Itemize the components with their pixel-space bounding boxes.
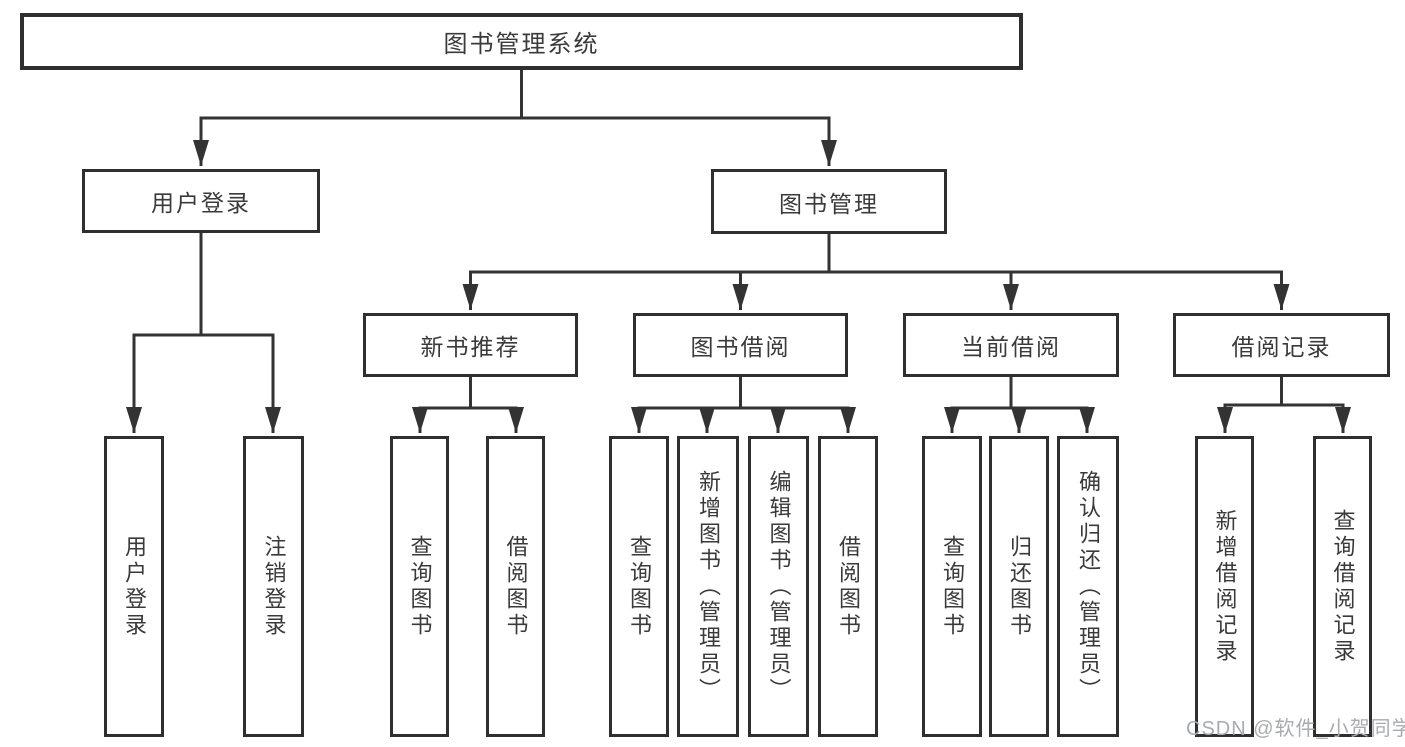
node-library-management-system: 图书管理系统 [20, 13, 1023, 70]
node-new-book-recommend: 新书推荐 [363, 313, 578, 377]
leaf-label: 借阅图书 [503, 534, 529, 639]
leaf-confirm-return-admin: 确认归还（管理员） [1057, 436, 1119, 737]
leaf-borrow-books-recommend: 借阅图书 [486, 436, 545, 737]
leaf-user-login: 用户登录 [104, 436, 164, 737]
leaf-label: 查询图书 [940, 534, 965, 639]
leaf-return-books: 归还图书 [989, 436, 1049, 737]
leaf-add-books-admin: 新增图书（管理员） [677, 436, 739, 737]
node-borrow-records: 借阅记录 [1173, 313, 1390, 377]
leaf-label: 确认归还（管理员） [1076, 469, 1101, 704]
node-current-borrow: 当前借阅 [903, 313, 1119, 377]
leaf-label: 查询图书 [407, 534, 433, 639]
leaf-label: 查询借阅记录 [1330, 508, 1356, 665]
node-book-management: 图书管理 [711, 169, 947, 234]
leaf-label: 查询图书 [627, 534, 652, 639]
leaf-edit-books-admin: 编辑图书（管理员） [748, 436, 809, 737]
node-book-borrow: 图书借阅 [633, 313, 848, 377]
leaf-label: 新增图书（管理员） [696, 469, 721, 704]
leaf-add-borrow-record: 新增借阅记录 [1195, 436, 1254, 737]
leaf-label: 借阅图书 [836, 534, 861, 639]
leaf-label: 用户登录 [122, 534, 147, 639]
leaf-logout: 注销登录 [243, 436, 304, 737]
leaf-label: 注销登录 [261, 534, 287, 639]
leaf-borrow-books: 借阅图书 [818, 436, 878, 737]
csdn-watermark: CSDN @软件_小贺同学 [1186, 718, 1405, 740]
leaf-label: 编辑图书（管理员） [766, 469, 792, 704]
node-user-login: 用户登录 [82, 169, 320, 233]
leaf-label: 新增借阅记录 [1212, 508, 1238, 665]
leaf-label: 归还图书 [1007, 534, 1032, 639]
leaf-query-borrow-record: 查询借阅记录 [1313, 436, 1372, 737]
leaf-query-books-current: 查询图书 [922, 436, 982, 737]
leaf-query-books-recommend: 查询图书 [390, 436, 449, 737]
leaf-query-books-borrow: 查询图书 [609, 436, 669, 737]
